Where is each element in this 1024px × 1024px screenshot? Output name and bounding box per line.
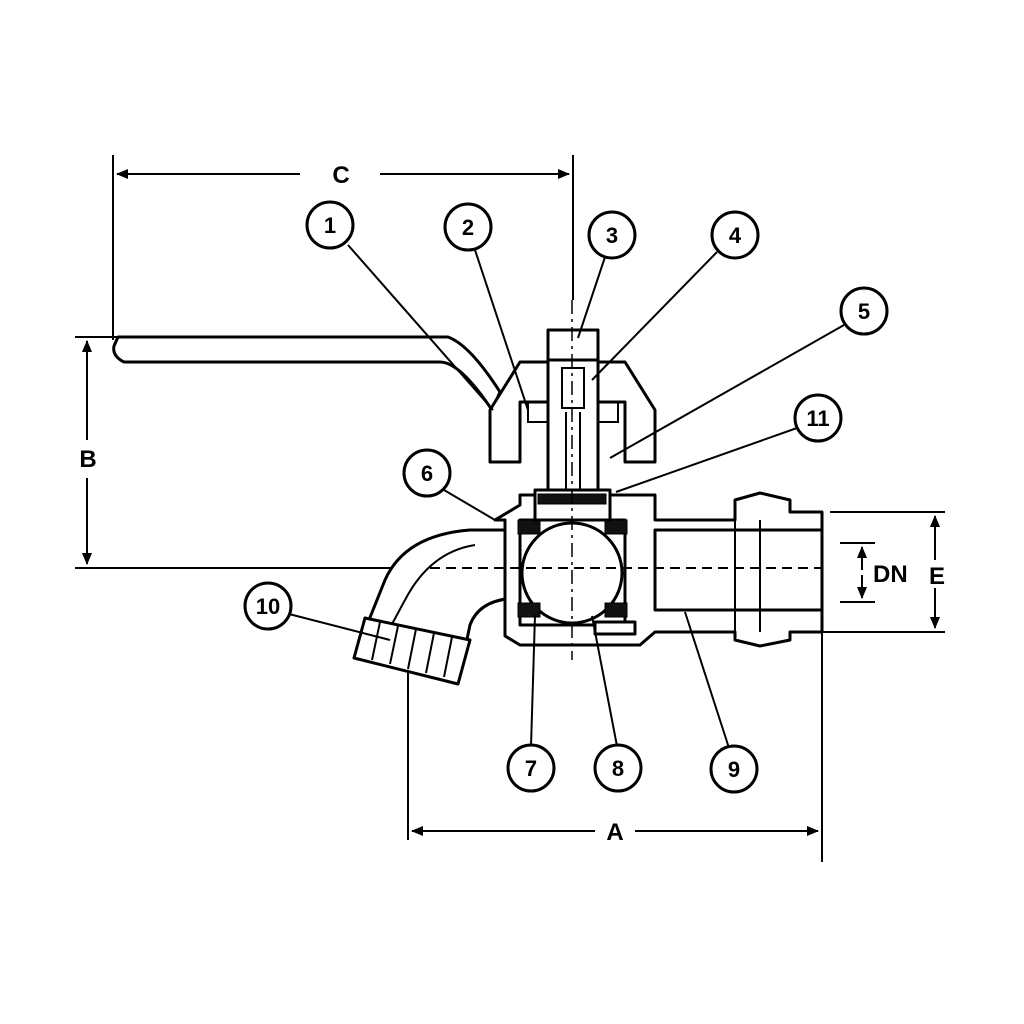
lever-handle <box>112 335 502 412</box>
callout-7: 7 <box>506 743 556 793</box>
svg-text:9: 9 <box>728 757 740 782</box>
leader-lines <box>288 244 845 749</box>
svg-text:4: 4 <box>729 223 742 248</box>
svg-text:1: 1 <box>324 213 336 238</box>
svg-text:10: 10 <box>256 594 280 619</box>
svg-text:5: 5 <box>858 299 870 324</box>
callout-1: 1 <box>305 200 355 250</box>
svg-text:6: 6 <box>421 461 433 486</box>
svg-text:3: 3 <box>606 223 618 248</box>
stem-nut <box>546 328 600 362</box>
dimension-a-label: A <box>606 819 623 846</box>
dimension-e: E <box>929 515 945 629</box>
callout-9: 9 <box>709 744 759 794</box>
dimension-b: B <box>79 340 97 565</box>
seat-right-top <box>604 519 628 535</box>
lever-hub <box>488 360 550 464</box>
dimension-a: A <box>411 819 819 846</box>
callout-3: 3 <box>587 210 637 260</box>
seat-right-bottom <box>604 602 628 618</box>
bottom-screw <box>593 620 637 636</box>
dimension-c-label: C <box>332 162 349 189</box>
svg-text:11: 11 <box>806 406 829 431</box>
svg-text:2: 2 <box>462 215 474 240</box>
dimension-dn: DN <box>840 542 908 603</box>
seat-left-top <box>517 519 541 535</box>
seat-left-bottom <box>517 602 541 618</box>
valve-body <box>112 300 824 686</box>
svg-text:7: 7 <box>525 756 537 781</box>
dimension-dn-label: DN <box>873 561 908 588</box>
dimension-c: C <box>116 162 570 189</box>
callout-8: 8 <box>593 743 643 793</box>
stem-upper <box>546 338 600 492</box>
callout-6: 6 <box>402 448 452 498</box>
dimension-b-label: B <box>79 446 96 473</box>
callout-10: 10 <box>243 581 293 631</box>
dimension-e-label: E <box>929 563 945 590</box>
callout-2: 2 <box>443 202 493 252</box>
callout-11: 11 <box>793 393 843 443</box>
pipe-bore <box>653 528 824 612</box>
callout-4: 4 <box>710 210 760 260</box>
svg-text:8: 8 <box>612 756 624 781</box>
callout-5: 5 <box>839 286 889 336</box>
